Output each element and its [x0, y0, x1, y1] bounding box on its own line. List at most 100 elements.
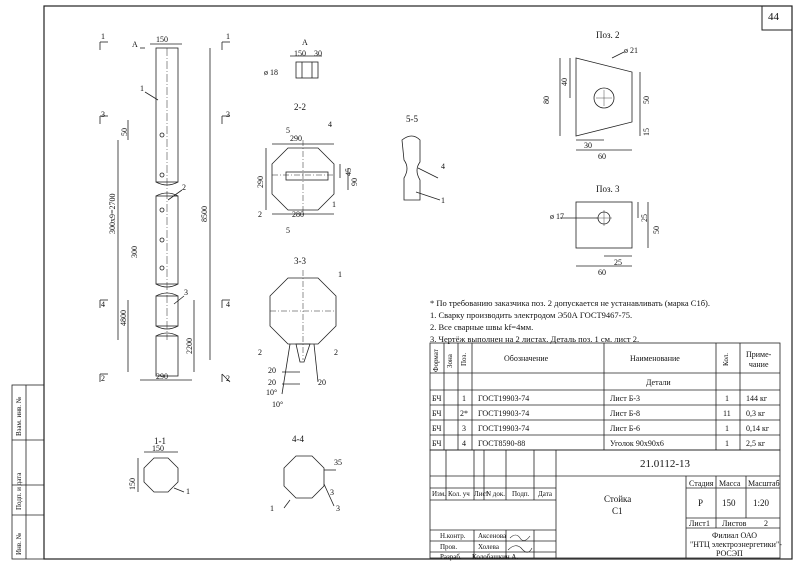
sheet-number-box	[761, 5, 793, 31]
sec22-leader-2: 2	[258, 210, 262, 219]
view-a-dia: ø 18	[264, 68, 278, 77]
spec-row3-name: Лист Б-6	[610, 424, 641, 433]
leader-pos2: 2	[182, 183, 186, 192]
sec44-dim-3: 3	[330, 488, 334, 497]
view-a-30: 30	[314, 49, 322, 58]
section-mark-2-left: 2	[101, 374, 105, 383]
spec-row3-note: 0,14 кг	[746, 424, 770, 433]
org-line2: "НТЦ электроэнергетики"-	[690, 540, 782, 549]
section-2-2	[265, 140, 349, 216]
stamp-col-podp: Подп.	[512, 490, 530, 498]
sheet-number: 44	[768, 11, 779, 23]
pos2-dim-30: 30	[584, 141, 592, 150]
left-binding-strip	[11, 384, 45, 560]
pos2-drawing	[559, 51, 641, 151]
spec-row2-name: Лист Б-8	[610, 409, 641, 418]
spec-row3-pos: 3	[462, 424, 466, 433]
section-mark-1-left: 1	[101, 32, 105, 41]
sec44-dim-35: 35	[334, 458, 342, 467]
stamp-sheets-value: 2	[764, 519, 768, 528]
sec33-leader-1: 1	[338, 270, 342, 279]
spec-row1-name: Лист Б-3	[610, 394, 641, 403]
spec-header-designation: Обозначение	[504, 354, 549, 363]
stamp-stage: Р	[698, 498, 704, 508]
section-5-5-title: 5-5	[406, 114, 418, 124]
stamp-col-izm: Изм.	[432, 490, 446, 498]
section-mark-1-right: 1	[226, 32, 230, 41]
stamp-col-ndok: N док.	[486, 490, 506, 498]
pos3-dim-50: 50	[652, 226, 661, 234]
sec11-dim-150b: 150	[128, 478, 137, 490]
leader-pos3: 3	[184, 288, 188, 297]
section-mark-4-right: 4	[226, 300, 230, 309]
stamp-role-2: Пров.	[440, 543, 458, 551]
dim-top-150: 150	[156, 35, 168, 44]
spec-row4-note: 2,5 кг	[746, 439, 766, 448]
signature-1	[509, 534, 531, 541]
section-3-3	[269, 270, 337, 395]
stamp-stage-label: Стадия	[689, 479, 714, 488]
spec-row3-designation: ГОСТ19903-74	[478, 424, 530, 433]
sec33-leader-2-left: 2	[258, 348, 262, 357]
drawing-title-line2: С1	[612, 506, 623, 516]
view-a-marker: A	[132, 40, 138, 49]
sec44-leader-1: 1	[270, 504, 274, 513]
section-4-4-title: 4-4	[292, 434, 304, 444]
spec-header-pos: Поз.	[460, 352, 468, 366]
spec-row1-pos: 1	[462, 394, 466, 403]
sheet-frame	[43, 5, 793, 560]
sec22-leader-1: 1	[332, 200, 336, 209]
stamp-scale-label: Масштаб	[748, 479, 780, 488]
sec33-dim-20c: 20	[318, 378, 326, 387]
stamp-role-1: Н.контр.	[440, 532, 466, 540]
title-block-grid	[429, 449, 781, 559]
org-line1: Филиал ОАО	[712, 531, 758, 540]
stamp-sheets-label: Листов	[722, 519, 747, 528]
dim-4800: 4800	[119, 310, 128, 326]
note-3: 3. Чертёж выполнен на 2 листах. Деталь п…	[430, 334, 640, 344]
section-mark-3-right: 3	[226, 110, 230, 119]
spec-header-note: Приме- чание	[746, 350, 772, 369]
stamp-name-1: Аксенова	[478, 532, 507, 540]
drawing-title-line1: Стойка	[604, 494, 632, 504]
sec22-dim-290v: 290	[256, 176, 265, 188]
pos2-dim-60: 60	[598, 152, 606, 161]
sec11-leader-1: 1	[186, 487, 190, 496]
pos3-dim-60: 60	[598, 268, 606, 277]
pos2-dia: ø 21	[624, 46, 638, 55]
spec-row2-format: БЧ	[432, 409, 442, 418]
pos3-dim-25a: 25	[640, 214, 649, 222]
org-line3: РОСЭП	[716, 549, 743, 558]
spec-row4-pos: 4	[462, 439, 466, 448]
dim-2200: 2200	[185, 338, 194, 354]
spec-row1-designation: ГОСТ19903-74	[478, 394, 530, 403]
dim-50: 50	[120, 128, 129, 136]
spec-header-format: Формат	[432, 349, 440, 372]
dim-300x9: 300x9=2700	[108, 193, 117, 234]
note-star: * По требованию заказчика поз. 2 допуска…	[430, 298, 710, 308]
pos3-title: Поз. 3	[596, 184, 620, 194]
stamp-name-3: Колобашкин А.	[472, 553, 519, 561]
spec-header-qty: Кол.	[722, 353, 730, 366]
stamp-name-2: Холева	[478, 543, 499, 551]
sec33-leader-2-right: 2	[334, 348, 338, 357]
stamp-col-kol: Кол. уч	[448, 490, 470, 498]
signature-2	[507, 545, 533, 553]
view-a-title: A	[302, 38, 308, 47]
sec22-leader-4: 4	[328, 120, 332, 129]
sec22-dim-45: 45	[344, 168, 353, 176]
spec-row1-format: БЧ	[432, 394, 442, 403]
view-a	[290, 55, 322, 79]
dim-8500: 8500	[200, 206, 209, 222]
stamp-scale: 1:20	[753, 498, 770, 508]
note-1: 1. Сварку производить электродом Э50А ГО…	[430, 310, 633, 320]
pos2-dim-50: 50	[642, 96, 651, 104]
stamp-mass: 150	[722, 498, 736, 508]
sec22-dim-290: 290	[290, 134, 302, 143]
side-label-vzam: Взам. инв. №	[15, 396, 23, 436]
sec22-mark-5-bottom: 5	[286, 226, 290, 235]
pos2-dim-15: 15	[642, 128, 651, 136]
sec22-dim-90: 90	[350, 178, 359, 186]
side-label-inv: Инв. №	[15, 532, 23, 555]
